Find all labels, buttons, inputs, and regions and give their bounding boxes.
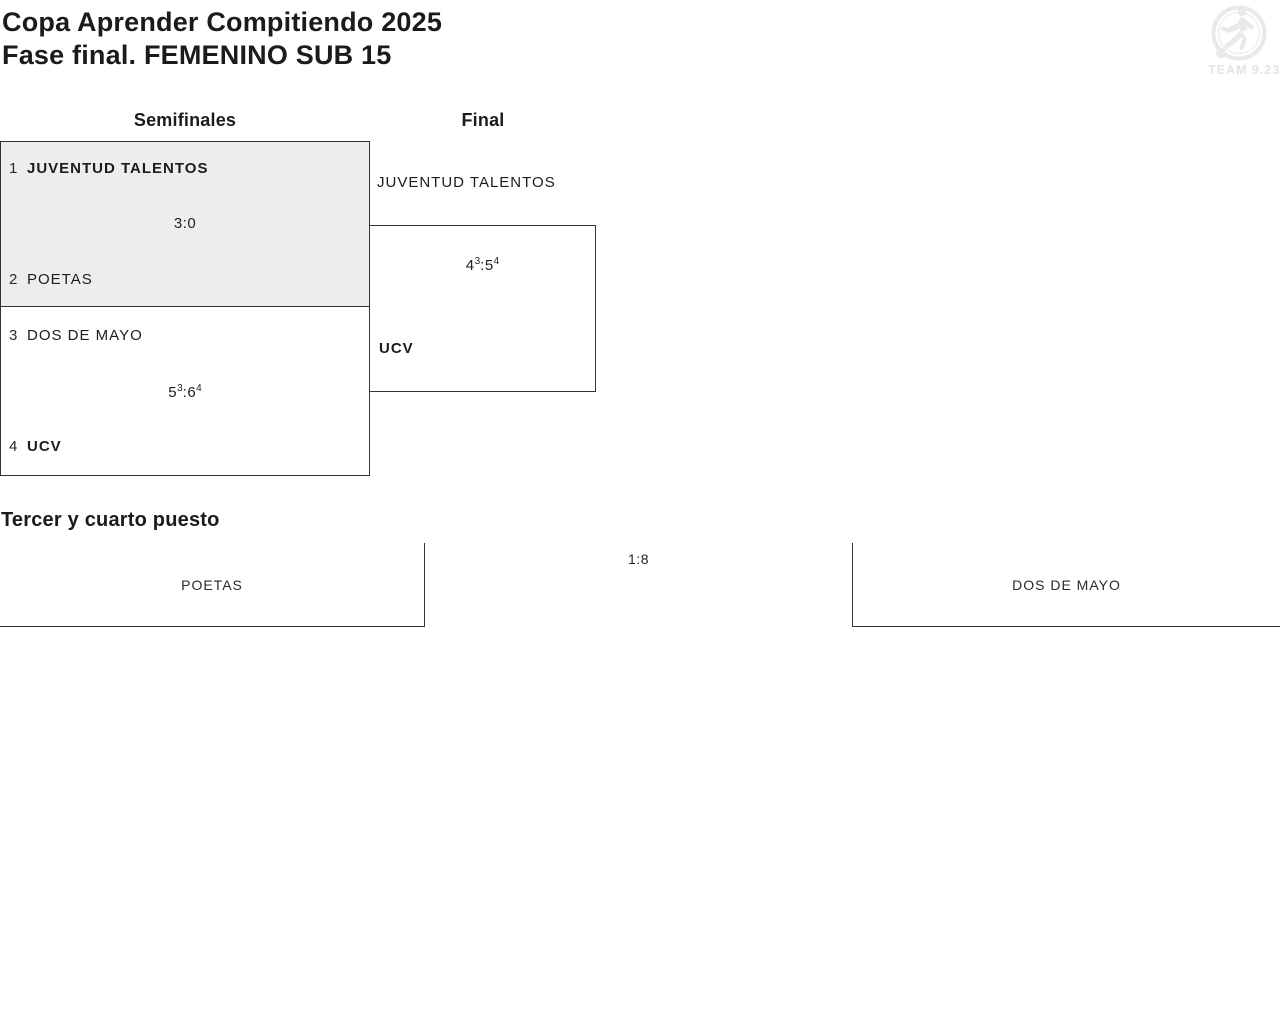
semifinal-2-team-1: 3 DOS DE MAYO bbox=[1, 327, 369, 347]
final-score: 43:54 bbox=[370, 256, 595, 274]
final-header: Final bbox=[461, 110, 505, 130]
final-match-box[interactable]: 43:54 UCV bbox=[369, 225, 596, 392]
seed-number: 1 bbox=[9, 160, 19, 177]
soccer-player-logo-icon bbox=[1211, 5, 1267, 61]
score-penalty-2: 4 bbox=[196, 383, 202, 394]
score-penalty-1: 3 bbox=[474, 256, 481, 267]
score-penalty-1: 3 bbox=[177, 383, 183, 394]
semifinals-header: Semifinales bbox=[133, 110, 237, 130]
seed-number: 2 bbox=[9, 271, 19, 288]
semifinal-2-match-box[interactable]: 3 DOS DE MAYO 53:64 4 UCV bbox=[0, 306, 370, 476]
score-penalty-2: 4 bbox=[493, 256, 500, 267]
page-title: Copa Aprender Compitiendo 2025 Fase fina… bbox=[2, 6, 442, 72]
page-title-line2: Fase final. FEMENINO SUB 15 bbox=[2, 40, 392, 70]
third-place-team-2-box[interactable]: DOS DE MAYO bbox=[852, 543, 1280, 627]
score-separator: : bbox=[182, 384, 188, 401]
final-team-1: JUVENTUD TALENTOS bbox=[377, 174, 556, 191]
score-main-2: 5 bbox=[484, 257, 494, 274]
team-name: POETAS bbox=[181, 576, 243, 593]
team-name: UCV bbox=[27, 438, 62, 455]
score-main-1: 5 bbox=[168, 384, 178, 401]
third-place-score: 1:8 bbox=[628, 551, 649, 567]
third-place-team-1-box[interactable]: POETAS bbox=[0, 543, 425, 627]
score-separator: : bbox=[480, 257, 485, 274]
semifinal-2-score: 53:64 bbox=[1, 383, 369, 401]
semifinal-2-team-2: 4 UCV bbox=[1, 438, 369, 458]
team-name: JUVENTUD TALENTOS bbox=[27, 160, 209, 177]
team-logo-watermark: TEAM 9.23 bbox=[1208, 4, 1280, 77]
semifinal-1-team-1: 1 JUVENTUD TALENTOS bbox=[1, 160, 369, 180]
semifinal-1-score: 3:0 bbox=[173, 215, 197, 232]
team-name: POETAS bbox=[27, 271, 93, 288]
page-title-line1: Copa Aprender Compitiendo 2025 bbox=[2, 7, 443, 37]
team-name: DOS DE MAYO bbox=[1012, 576, 1121, 593]
score-main-1: 4 bbox=[465, 257, 475, 274]
semifinal-1-team-2: 2 POETAS bbox=[1, 271, 369, 291]
seed-number: 4 bbox=[9, 438, 19, 455]
seed-number: 3 bbox=[9, 327, 19, 344]
semifinal-1-match-box[interactable]: 1 JUVENTUD TALENTOS 3:0 2 POETAS bbox=[0, 141, 370, 307]
third-place-header: Tercer y cuarto puesto bbox=[1, 509, 220, 531]
team-name: DOS DE MAYO bbox=[27, 327, 143, 344]
final-team-2: UCV bbox=[379, 340, 414, 357]
score-main-2: 6 bbox=[187, 384, 197, 401]
team-logo-label: TEAM 9.23 bbox=[1208, 63, 1280, 77]
